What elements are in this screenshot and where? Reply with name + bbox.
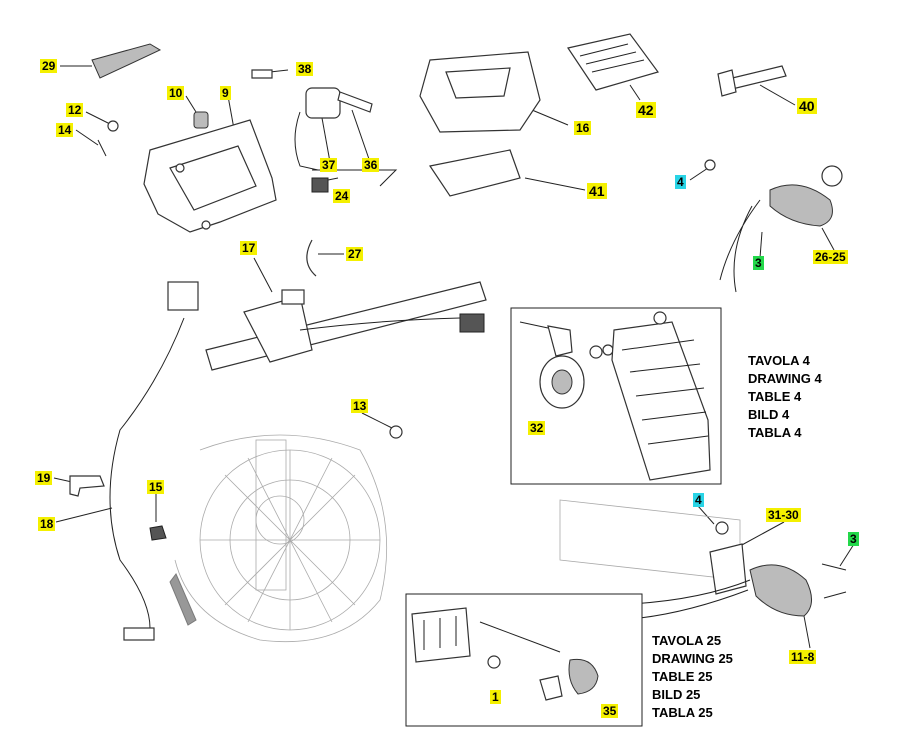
- callout-32: 32: [528, 421, 546, 435]
- tool-pouch: [429, 149, 521, 197]
- callout-3-upper: 3: [753, 256, 764, 270]
- grommet-15: [149, 525, 167, 541]
- dashboard-cover: [419, 51, 541, 133]
- screw-38: [251, 69, 273, 79]
- callout-27: 27: [346, 247, 364, 261]
- table4-caption: TAVOLA 4 DRAWING 4 TABLE 4 BILD 4 TABLA …: [748, 353, 822, 440]
- horn-and-radiator: [519, 311, 711, 481]
- callout-15: 15: [147, 480, 165, 494]
- callout-12: 12: [66, 103, 84, 117]
- callout-16: 16: [574, 121, 592, 135]
- callout-9: 9: [220, 86, 231, 100]
- dashboard-bracket: [143, 119, 277, 233]
- clip-27: [306, 239, 317, 277]
- ignition-switch: [294, 87, 373, 193]
- bolt-14: [97, 139, 107, 157]
- turn-signal-upper: [704, 159, 843, 293]
- manual-sheet: [567, 33, 659, 91]
- callout-38: 38: [296, 62, 314, 76]
- callout-18: 18: [38, 517, 56, 531]
- nut-12: [107, 120, 119, 132]
- bushing-10: [193, 111, 209, 129]
- leader-lines: [53, 65, 855, 706]
- callout-4-lower: 4: [693, 493, 704, 507]
- callout-36: 36: [362, 158, 380, 172]
- callout-35: 35: [601, 704, 619, 718]
- callout-41: 41: [587, 183, 607, 199]
- callout-17: 17: [240, 241, 258, 255]
- callout-14: 14: [56, 123, 74, 137]
- callout-24: 24: [333, 189, 351, 203]
- callout-26-25: 26-25: [813, 250, 848, 264]
- callout-4-upper: 4: [675, 175, 686, 189]
- socket-tool: [717, 65, 787, 97]
- washer-13: [389, 425, 403, 439]
- strap-29: [91, 43, 162, 79]
- handlebar-switch: [205, 281, 487, 371]
- speedo-cable: [109, 281, 199, 641]
- callout-1: 1: [490, 690, 501, 704]
- callout-11-8: 11-8: [789, 650, 817, 664]
- callout-29: 29: [40, 59, 58, 73]
- callout-31-30: 31-30: [766, 508, 801, 522]
- reflector-parts: [411, 607, 599, 701]
- rear-turn-signal-assembly: [559, 499, 847, 619]
- callout-3-lower: 3: [848, 532, 859, 546]
- callout-10: 10: [167, 86, 185, 100]
- callout-13: 13: [351, 399, 369, 413]
- front-wheel-drawing: [169, 434, 388, 643]
- callout-19: 19: [35, 471, 53, 485]
- callout-40: 40: [797, 98, 817, 114]
- callout-37: 37: [320, 158, 338, 172]
- callout-42: 42: [636, 102, 656, 118]
- clamp-19: [69, 475, 105, 497]
- table25-caption: TAVOLA 25 DRAWING 25 TABLE 25 BILD 25 TA…: [652, 633, 733, 720]
